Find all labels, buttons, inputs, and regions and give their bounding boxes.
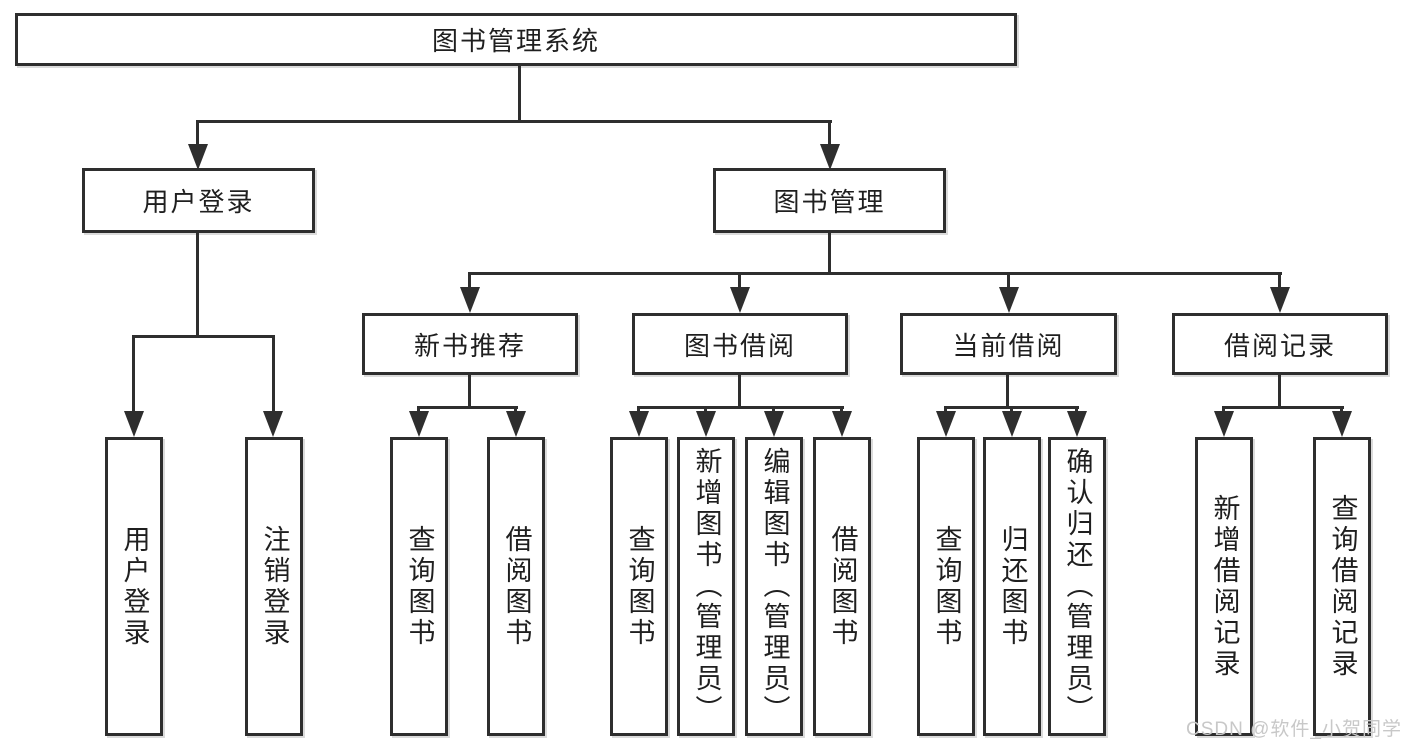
arrow-down-icon [764,411,784,437]
connector-line [1222,406,1344,409]
connector-line [1222,406,1225,414]
arrow-down-icon [506,411,526,437]
arrow-down-icon [1067,411,1087,437]
connector-line [1010,406,1013,414]
connector-line [637,406,640,414]
connector-line [638,406,844,409]
connector-line [1340,406,1343,414]
node-label: 查询图书 [624,524,655,649]
connector-line [417,406,420,414]
connector-line [272,335,275,415]
node-label: 新增图书（管理员） [691,447,722,726]
leaf-current-return-book: 归还图书 [983,437,1041,736]
leaf-current-query-book: 查询图书 [917,437,975,736]
arrow-down-icon [1214,411,1234,437]
leaf-borrow-borrow-book: 借阅图书 [813,437,871,736]
arrow-down-icon [730,287,750,313]
connector-line [197,120,832,123]
leaf-logout: 注销登录 [245,437,303,736]
arrow-down-icon [409,411,429,437]
connector-line [828,120,831,148]
node-label: 新增借阅记录 [1209,493,1240,680]
node-label: 编辑图书（管理员） [759,447,790,726]
connector-line [514,406,517,414]
node-label: 借阅图书 [501,524,532,649]
connector-line [518,66,521,122]
node-label: 注销登录 [259,524,290,649]
leaf-records-query-record: 查询借阅记录 [1313,437,1371,736]
arrow-down-icon [832,411,852,437]
connector-line [418,406,518,409]
connector-line [828,231,831,275]
arrow-down-icon [1332,411,1352,437]
arrow-down-icon [1002,411,1022,437]
arrow-down-icon [629,411,649,437]
node-label: 图书管理 [773,187,886,217]
connector-line [133,335,275,338]
node-label: 查询图书 [931,524,962,649]
arrow-down-icon [999,287,1019,313]
node-root: 图书管理系统 [15,13,1017,66]
connector-line [196,120,199,148]
leaf-records-add-record: 新增借阅记录 [1195,437,1253,736]
arrow-down-icon [460,287,480,313]
node-label: 归还图书 [997,524,1028,649]
connector-line [1278,373,1281,409]
arrow-down-icon [124,411,144,437]
connector-line [469,272,1282,275]
connector-line [132,335,135,415]
node-label: 确认归还（管理员） [1062,447,1093,726]
connector-line [1075,406,1078,414]
leaf-new-borrow-book: 借阅图书 [487,437,545,736]
connector-line [1006,373,1009,409]
node-label: 查询图书 [404,524,435,649]
leaf-current-confirm-return-admin: 确认归还（管理员） [1048,437,1106,736]
connector-line [1278,272,1281,292]
connector-line [468,373,471,409]
leaf-user-login: 用户登录 [105,437,163,736]
leaf-borrow-edit-book-admin: 编辑图书（管理员） [745,437,803,736]
leaf-new-query-book: 查询图书 [390,437,448,736]
node-new-book-recommend: 新书推荐 [362,313,578,375]
arrow-down-icon [696,411,716,437]
leaf-borrow-query-book: 查询图书 [610,437,668,736]
csdn-watermark: CSDN @软件_小贺同学 [1186,719,1402,740]
node-label: 当前借阅 [952,330,1065,361]
connector-line [944,406,947,414]
connector-line [738,373,741,409]
node-book-borrow: 图书借阅 [632,313,848,375]
node-borrow-records: 借阅记录 [1172,313,1388,375]
node-current-borrow: 当前借阅 [900,313,1117,375]
connector-line [840,406,843,414]
node-label: 借阅图书 [827,524,858,649]
connector-line [468,272,471,292]
node-label: 用户登录 [142,187,255,217]
node-label: 图书借阅 [683,330,796,361]
connector-line [196,231,199,337]
node-label: 新书推荐 [413,330,526,361]
node-book-management: 图书管理 [713,168,946,233]
connector-line [738,272,741,292]
arrow-down-icon [936,411,956,437]
arrow-down-icon [820,144,840,170]
node-label: 借阅记录 [1223,330,1336,361]
connector-line [772,406,775,414]
node-user-login: 用户登录 [82,168,315,233]
node-label: 查询借阅记录 [1327,493,1358,680]
arrow-down-icon [263,411,283,437]
arrow-down-icon [188,144,208,170]
leaf-borrow-add-book-admin: 新增图书（管理员） [677,437,735,736]
connector-line [1007,272,1010,292]
node-label: 用户登录 [119,524,150,649]
arrow-down-icon [1270,287,1290,313]
node-label: 图书管理系统 [431,26,600,56]
connector-line [704,406,707,414]
